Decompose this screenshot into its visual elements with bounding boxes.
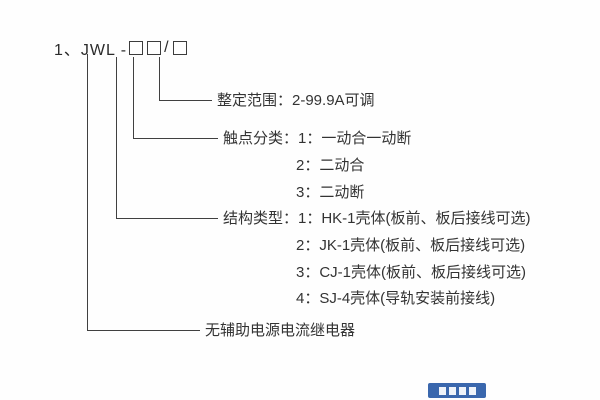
connector-line-range-vertical (159, 57, 160, 100)
structure-type-label: 结构类型：1：HK-1壳体(板前、板后接线可选) (223, 210, 531, 227)
placeholder-box-structure (129, 41, 144, 55)
connector-line-relay-horizontal (87, 330, 200, 331)
placeholder-box-range (172, 41, 187, 55)
connector-line-contact-vertical (133, 57, 134, 138)
placeholder-box-contact (147, 41, 162, 55)
connector-line-contact-horizontal (133, 138, 218, 139)
watermark-glyph (448, 386, 456, 395)
structure-option-4: 4：SJ-4壳体(导轨安装前接线) (296, 290, 496, 307)
connector-line-relay-vertical (87, 54, 88, 331)
connector-line-structure-vertical (116, 57, 117, 218)
connector-line-structure-horizontal (116, 218, 218, 219)
watermark-glyph (468, 386, 476, 395)
structure-option-2: 2：JK-1壳体(板前、板后接线可选) (296, 237, 526, 254)
model-title-text: 1、JWL - (54, 42, 128, 59)
setting-range-label: 整定范围：2-99.9A可调 (217, 92, 375, 109)
model-title: 1、JWL - / (54, 36, 189, 60)
contact-option-3: 3：二动断 (296, 184, 365, 201)
watermark-glyph (438, 386, 446, 395)
watermark-badge (428, 383, 486, 398)
relay-name-label: 无辅助电源电流继电器 (205, 322, 356, 339)
connector-line-range-horizontal (159, 100, 212, 101)
contact-class-label: 触点分类：1：一动合一动断 (223, 130, 412, 147)
contact-option-2: 2：二动合 (296, 157, 365, 174)
watermark-glyph (458, 386, 466, 395)
slash-separator: / (164, 39, 170, 56)
structure-option-3: 3：CJ-1壳体(板前、板后接线可选) (296, 264, 527, 281)
